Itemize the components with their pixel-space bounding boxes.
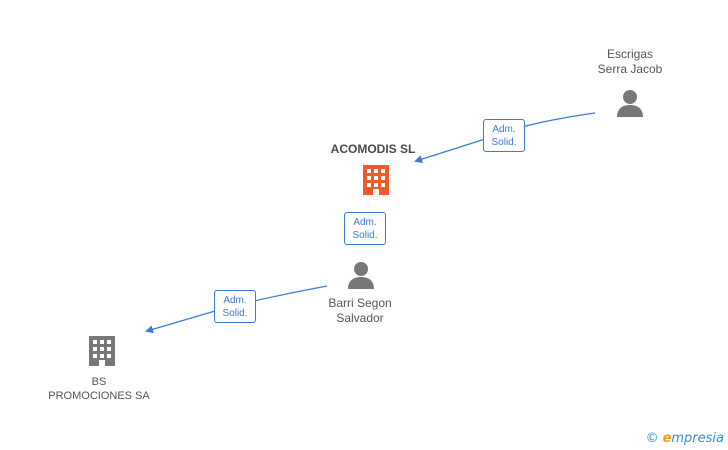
person-icon-barri[interactable] bbox=[346, 260, 376, 290]
person-icon-escrigas[interactable] bbox=[615, 88, 645, 118]
edge-label-line1: Adm. bbox=[353, 217, 377, 228]
edge-label-line1: Adm. bbox=[492, 124, 516, 135]
building-icon-bs[interactable] bbox=[86, 334, 118, 368]
copyright-icon: © bbox=[645, 431, 659, 446]
company-bs-name-line1: BS bbox=[91, 376, 107, 388]
person-barri-name-line1: Barri Segon bbox=[328, 296, 392, 310]
person-escrigas-name-line2: Serra Jacob bbox=[597, 62, 663, 76]
company-acomodis-name[interactable]: ACOMODIS SL bbox=[330, 142, 416, 156]
edge-label-line2: Solid. bbox=[352, 230, 378, 241]
edge-label-barri-acomodis[interactable]: Adm. Solid. bbox=[344, 212, 386, 245]
brand-rest: mpresia bbox=[671, 431, 724, 446]
edge-label-line2: Solid. bbox=[491, 137, 517, 148]
person-escrigas-name-line1: Escrigas bbox=[606, 47, 654, 61]
empresia-logo: ©empresia bbox=[646, 431, 724, 446]
person-barri-name[interactable]: Barri Segon Salvador bbox=[328, 296, 391, 326]
edge-label-line1: Adm. bbox=[223, 295, 247, 306]
building-icon-acomodis[interactable] bbox=[360, 163, 392, 197]
company-bs-name-line2: PROMOCIONES SA bbox=[48, 390, 150, 402]
edge-label-escrigas-acomodis[interactable]: Adm. Solid. bbox=[483, 119, 525, 152]
edge-label-barri-bs[interactable]: Adm. Solid. bbox=[214, 290, 256, 323]
person-escrigas-name[interactable]: Escrigas Serra Jacob bbox=[598, 47, 663, 77]
brand-initial: e bbox=[662, 431, 672, 446]
edge-label-line2: Solid. bbox=[222, 308, 248, 319]
person-barri-name-line2: Salvador bbox=[336, 311, 384, 325]
company-bs-name[interactable]: BS PROMOCIONES SA bbox=[48, 375, 149, 403]
